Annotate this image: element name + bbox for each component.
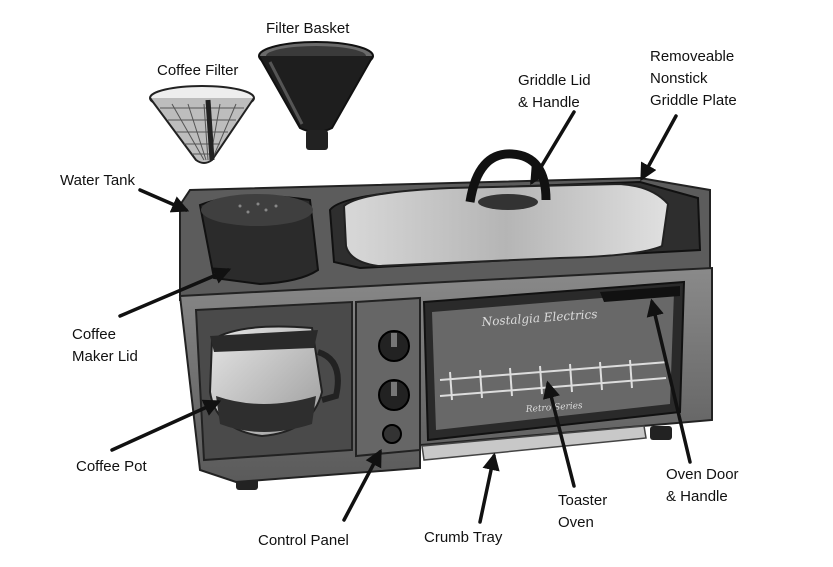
label-coffee-maker-lid: Coffee Maker Lid bbox=[72, 326, 138, 365]
label-coffee-filter: Coffee Filter bbox=[157, 62, 239, 79]
label-crumb-tray: Crumb Tray bbox=[424, 529, 503, 546]
arrow-toaster-oven bbox=[542, 380, 576, 488]
label-oven-door: Oven Door & Handle bbox=[666, 466, 739, 505]
label-water-tank: Water Tank bbox=[60, 172, 136, 189]
arrow-control-panel bbox=[342, 448, 382, 522]
arrow-oven-door bbox=[646, 298, 692, 464]
label-filter-basket: Filter Basket bbox=[266, 20, 350, 37]
arrow-griddle-plate bbox=[640, 114, 678, 182]
filter-basket-illustration bbox=[258, 41, 374, 150]
coffee-filter-illustration bbox=[149, 85, 255, 164]
callout-arrows bbox=[110, 110, 692, 524]
label-coffee-pot: Coffee Pot bbox=[76, 458, 147, 475]
label-toaster-oven: Toaster Oven bbox=[558, 492, 608, 531]
arrow-griddle-lid bbox=[530, 110, 576, 186]
arrow-coffee-maker-lid bbox=[118, 267, 232, 318]
arrow-coffee-pot bbox=[110, 399, 222, 452]
arrow-water-tank bbox=[138, 188, 190, 213]
arrow-crumb-tray bbox=[478, 452, 500, 524]
label-griddle-plate: Removeable Nonstick Griddle Plate bbox=[650, 48, 737, 109]
label-griddle-lid: Griddle Lid & Handle bbox=[518, 72, 591, 111]
label-control-panel: Control Panel bbox=[258, 532, 349, 549]
breakfast-station-illustration: Nostalgia Electrics Retro Series bbox=[178, 149, 713, 490]
